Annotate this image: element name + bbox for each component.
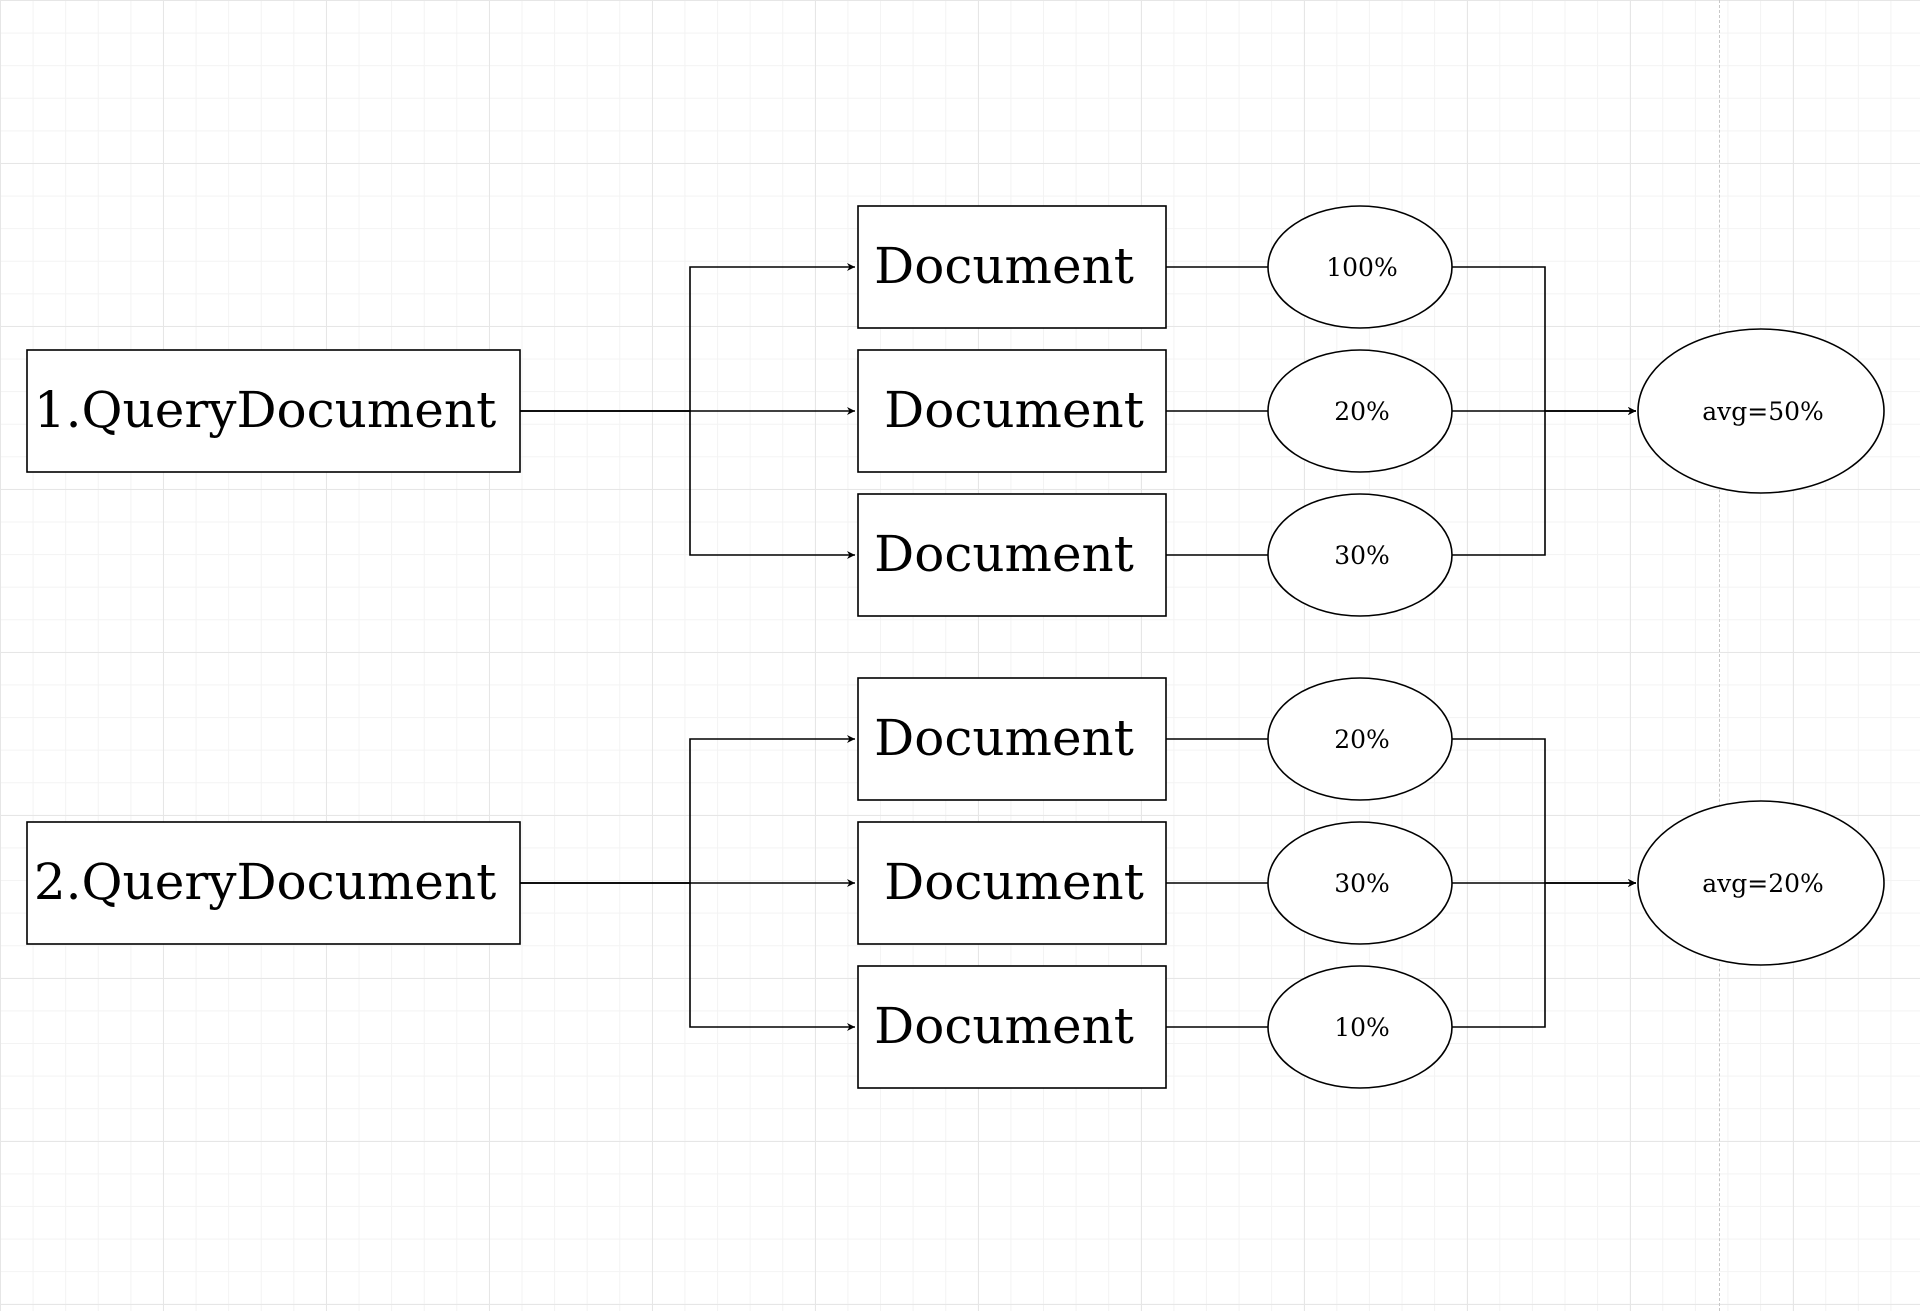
document-box[interactable]: Document xyxy=(857,493,1167,617)
edge-query2-to-doc1 xyxy=(520,735,855,884)
document-label: Document xyxy=(874,997,1134,1055)
score-label: 20% xyxy=(1334,725,1390,754)
average-ellipse[interactable]: avg=50% xyxy=(1637,328,1885,494)
score-ellipse[interactable]: 20% xyxy=(1267,349,1453,473)
edge-query1-to-doc1 xyxy=(520,263,855,412)
score-ellipse[interactable]: 30% xyxy=(1267,493,1453,617)
score-ellipse[interactable]: 20% xyxy=(1267,677,1453,801)
document-label: Document xyxy=(874,237,1134,295)
score-label: 30% xyxy=(1334,541,1390,570)
score-ellipse[interactable]: 30% xyxy=(1267,821,1453,945)
query-group-2: 2.QueryDocument Document Document Docume… xyxy=(26,677,1885,1089)
document-label: Document xyxy=(874,709,1134,767)
score-label: 30% xyxy=(1334,869,1390,898)
document-box[interactable]: Document xyxy=(857,677,1167,801)
query-document-label: 2.QueryDocument xyxy=(34,853,496,911)
document-label: Document xyxy=(874,525,1134,583)
edge-score3-to-avg xyxy=(1452,407,1636,556)
document-box[interactable]: Document xyxy=(857,965,1167,1089)
score-label: 100% xyxy=(1326,253,1397,282)
query-document-label: 1.QueryDocument xyxy=(34,381,496,439)
edge-query2-to-doc3 xyxy=(520,882,855,1031)
document-box[interactable]: Document xyxy=(857,349,1167,473)
edge-score1-to-avg xyxy=(1452,738,1636,887)
query-group-1: 1.QueryDocument Document Document Docume… xyxy=(26,205,1885,617)
score-label: 20% xyxy=(1334,397,1390,426)
document-label: Document xyxy=(884,381,1144,439)
average-label: avg=50% xyxy=(1702,397,1824,426)
edge-score3-to-avg xyxy=(1452,879,1636,1028)
average-label: avg=20% xyxy=(1702,869,1824,898)
score-label: 10% xyxy=(1334,1013,1390,1042)
query-document-box[interactable]: 1.QueryDocument xyxy=(26,349,521,473)
score-ellipse[interactable]: 100% xyxy=(1267,205,1453,329)
document-box[interactable]: Document xyxy=(857,205,1167,329)
document-box[interactable]: Document xyxy=(857,821,1167,945)
score-ellipse[interactable]: 10% xyxy=(1267,965,1453,1089)
edge-score1-to-avg xyxy=(1452,266,1636,415)
average-ellipse[interactable]: avg=20% xyxy=(1637,800,1885,966)
edge-query1-to-doc3 xyxy=(520,410,855,559)
query-document-box[interactable]: 2.QueryDocument xyxy=(26,821,521,945)
document-label: Document xyxy=(884,853,1144,911)
page-boundary-guide xyxy=(1719,0,1720,1311)
